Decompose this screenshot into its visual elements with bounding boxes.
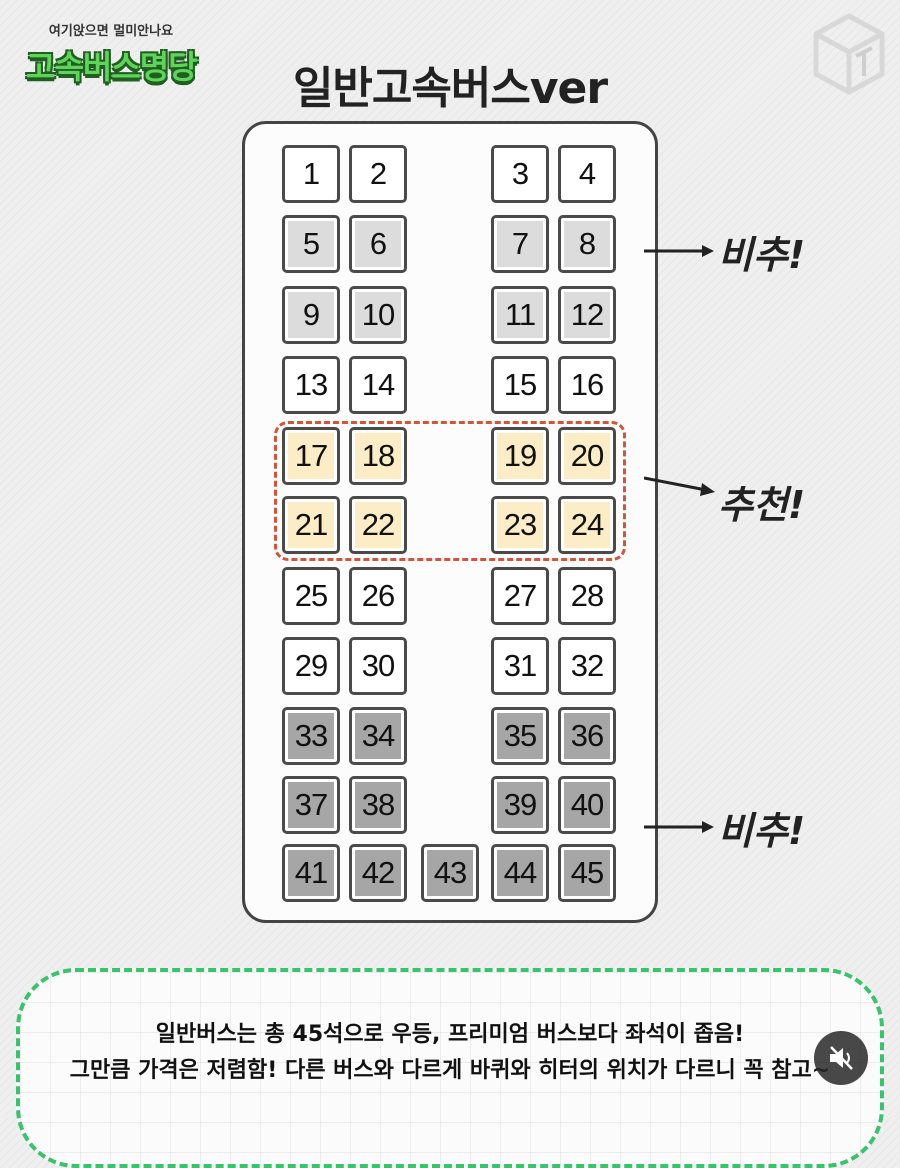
seat-17: 17 — [282, 427, 340, 485]
seat-27: 27 — [491, 567, 549, 625]
seat-26: 26 — [349, 567, 407, 625]
seat-11: 11 — [491, 286, 549, 344]
cube-logo-icon — [812, 12, 886, 96]
seat-13: 13 — [282, 356, 340, 414]
seat-24: 24 — [558, 496, 616, 554]
seat-8: 8 — [558, 215, 616, 273]
speaker-muted-icon — [830, 1046, 853, 1070]
note-label: 비추! — [718, 809, 806, 853]
seat-29: 29 — [282, 637, 340, 695]
seat-37: 37 — [282, 776, 340, 834]
seat-23: 23 — [491, 496, 549, 554]
note-not-recommended-front: 비추! — [644, 224, 824, 277]
seat-28: 28 — [558, 567, 616, 625]
seat-2: 2 — [349, 145, 407, 203]
seat-30: 30 — [349, 637, 407, 695]
arrow-right-icon — [644, 821, 714, 833]
seat-42: 42 — [349, 844, 407, 902]
seat-1: 1 — [282, 145, 340, 203]
seat-16: 16 — [558, 356, 616, 414]
seat-41: 41 — [282, 844, 340, 902]
seat-10: 10 — [349, 286, 407, 344]
arrow-right-icon — [644, 245, 714, 257]
brand-name: 고속버스명당 — [26, 48, 198, 86]
seat-38: 38 — [349, 776, 407, 834]
seat-45: 45 — [558, 844, 616, 902]
seat-21: 21 — [282, 496, 340, 554]
note-label: 비추! — [718, 233, 806, 277]
mute-button[interactable] — [814, 1031, 868, 1085]
seat-6: 6 — [349, 215, 407, 273]
seat-25: 25 — [282, 567, 340, 625]
seat-22: 22 — [349, 496, 407, 554]
seat-33: 33 — [282, 707, 340, 765]
seat-19: 19 — [491, 427, 549, 485]
seat-18: 18 — [349, 427, 407, 485]
recommended-zone — [274, 421, 626, 561]
note-recommended: 추천! — [644, 466, 824, 527]
description-line-1: 일반버스는 총 45석으로 우등, 프리미엄 버스보다 좌석이 좁음! — [155, 1022, 745, 1047]
arrow-right-icon — [644, 476, 715, 496]
description-line-2: 그만큼 가격은 저렴함! 다른 버스와 다르게 바퀴와 히터의 위치가 다르니 … — [69, 1058, 831, 1083]
seat-43: 43 — [421, 844, 479, 902]
seat-9: 9 — [282, 286, 340, 344]
seat-20: 20 — [558, 427, 616, 485]
note-label: 추천! — [718, 483, 806, 527]
seat-4: 4 — [558, 145, 616, 203]
seat-15: 15 — [491, 356, 549, 414]
seat-5: 5 — [282, 215, 340, 273]
brand-logo: 여기앉으면 멀미안나요 고속버스명당 — [26, 16, 198, 92]
seat-40: 40 — [558, 776, 616, 834]
seat-7: 7 — [491, 215, 549, 273]
note-not-recommended-rear: 비추! — [644, 800, 824, 853]
seat-39: 39 — [491, 776, 549, 834]
seat-35: 35 — [491, 707, 549, 765]
seat-14: 14 — [349, 356, 407, 414]
seat-44: 44 — [491, 844, 549, 902]
brand-subtitle: 여기앉으면 멀미안나요 — [48, 24, 174, 39]
seat-36: 36 — [558, 707, 616, 765]
seat-32: 32 — [558, 637, 616, 695]
page-title: 일반고속버스ver — [292, 63, 608, 114]
seat-3: 3 — [491, 145, 549, 203]
seat-31: 31 — [491, 637, 549, 695]
seat-34: 34 — [349, 707, 407, 765]
seat-12: 12 — [558, 286, 616, 344]
